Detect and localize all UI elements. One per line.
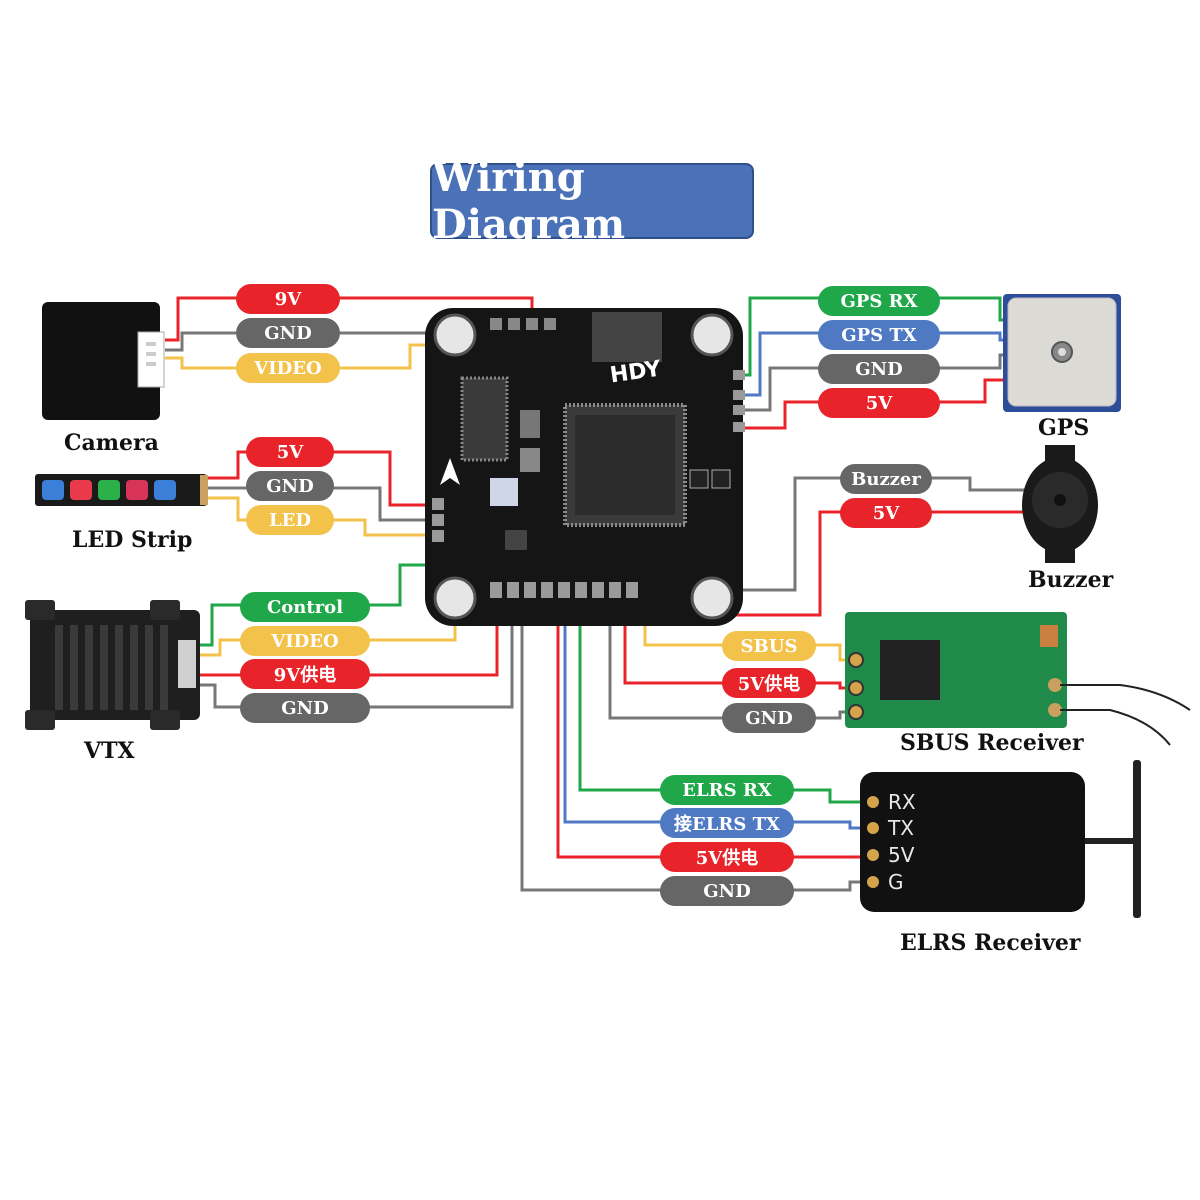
vtx-label: VTX [84, 738, 135, 764]
buzzer-wire-signal-label: Buzzer [840, 464, 932, 494]
wire-elrs-tx [563, 600, 870, 830]
vtx-wire-control-label: Control [240, 592, 370, 622]
wire-elrs-rx [578, 600, 870, 804]
buzzer-wire-5v-label: 5V [840, 498, 932, 528]
camera-wire-video-label: VIDEO [236, 353, 340, 383]
orientation-arrow-icon [440, 458, 460, 485]
elrs-pin-tx-label: TX [888, 816, 914, 840]
vtx-wire-9v-label: 9V供电 [240, 659, 370, 689]
vtx-wire-video-label: VIDEO [240, 626, 370, 656]
gps-wire-gnd-label: GND [818, 354, 940, 384]
led-strip-label: LED Strip [72, 527, 193, 553]
gps-wire-tx-label: GPS TX [818, 320, 940, 350]
diagram-title: Wiring Diagram [430, 154, 754, 248]
wire-vtx-gnd [200, 600, 514, 709]
elrs-receiver-label: ELRS Receiver [900, 930, 1081, 956]
elrs-pin-rx-label: RX [888, 790, 916, 814]
sbus-receiver-device [845, 612, 1191, 746]
elrs-pin-5v-label: 5V [888, 843, 915, 867]
sbus-wire-5v-label: 5V供电 [722, 668, 816, 698]
vtx-device [25, 600, 200, 730]
elrs-wire-5v-label: 5V供电 [660, 842, 794, 872]
mount-hole-tr [690, 313, 734, 357]
sbus-receiver-label: SBUS Receiver [900, 730, 1084, 756]
vtx-wire-gnd-label: GND [240, 693, 370, 723]
osd-chip [592, 312, 662, 362]
camera-device [42, 302, 165, 420]
elrs-wire-rx-label: ELRS RX [660, 775, 794, 805]
gps-label: GPS [1038, 415, 1090, 441]
gps-wire-rx-label: GPS RX [818, 286, 940, 316]
led-wire-led-label: LED [246, 505, 334, 535]
elrs-pin-g-label: G [888, 870, 904, 894]
gps-wire-5v-label: 5V [818, 388, 940, 418]
elrs-receiver-device [860, 760, 1141, 918]
mount-hole-tl [433, 313, 477, 357]
sbus-wire-signal-label: SBUS [722, 631, 816, 661]
mount-hole-br [690, 576, 734, 620]
elrs-wire-tx-label: 接ELRS TX [660, 808, 794, 838]
camera-wire-9v-label: 9V [236, 284, 340, 314]
gyro-chip [460, 376, 509, 462]
flight-controller-board [425, 308, 745, 626]
camera-wire-gnd-label: GND [236, 318, 340, 348]
buzzer-device [1022, 445, 1098, 563]
gps-device [1003, 294, 1121, 412]
elrs-wire-gnd-label: GND [660, 876, 794, 906]
led-strip-device [35, 474, 208, 506]
mount-hole-bl [433, 576, 477, 620]
buzzer-label: Buzzer [1028, 567, 1114, 593]
camera-label: Camera [64, 430, 159, 456]
led-wire-gnd-label: GND [246, 471, 334, 501]
led-wire-5v-label: 5V [246, 437, 334, 467]
wire-elrs-gnd [520, 600, 870, 892]
sbus-wire-gnd-label: GND [722, 703, 816, 733]
